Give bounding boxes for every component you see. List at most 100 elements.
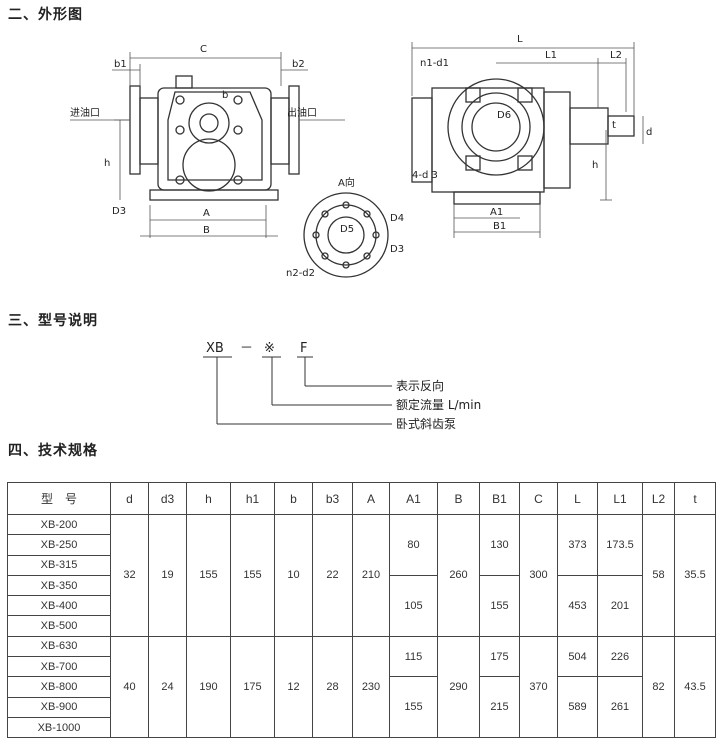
cell-a1: 80: [389, 514, 438, 576]
model-meaning-flow: 额定流量 L/min: [396, 397, 481, 412]
section-title-appearance: 二、外形图: [8, 7, 83, 23]
gear-housing: [167, 91, 263, 181]
dim-label-l2: L2: [610, 50, 622, 61]
dim-label-d4: D4: [390, 213, 404, 224]
dim-label-b: b: [222, 90, 228, 101]
model-cell: XB-250: [7, 534, 111, 556]
col-header-b-width: B: [437, 482, 480, 515]
outlet-label: 出油口: [287, 106, 317, 119]
cell-c: 300: [519, 514, 558, 637]
cell-a: 230: [352, 635, 390, 739]
col-header-a1: A1: [389, 482, 438, 515]
cell-c: 370: [519, 635, 558, 739]
model-code-star: ※: [264, 341, 275, 356]
outlet-flange-plate: [288, 85, 300, 175]
col-header-l: L: [557, 482, 598, 515]
dim-label-n2d2: n2-d2: [286, 268, 315, 279]
col-header-c: C: [519, 482, 558, 515]
table-row: XB-1000: [7, 716, 716, 739]
cell-b: 10: [274, 514, 313, 637]
side-base: [453, 191, 541, 205]
a-view-flange-mid: [315, 204, 377, 266]
cell-a: 210: [352, 514, 390, 637]
dim-label-n1d1: n1-d1: [420, 58, 449, 69]
cell-b1: 130: [479, 514, 520, 576]
model-cell: XB-350: [7, 574, 111, 597]
cell-l1: 226: [597, 635, 643, 678]
side-flange-inner: [471, 102, 521, 152]
dim-label-a: A: [203, 208, 210, 219]
cell-b1: 155: [479, 574, 520, 637]
model-cell: XB-700: [7, 656, 111, 678]
pump-base: [149, 189, 279, 201]
col-header-t: t: [674, 482, 716, 515]
a-view-flange-inner: [327, 216, 365, 254]
cell-b3: 22: [312, 514, 353, 637]
col-header-a: A: [352, 482, 390, 515]
dim-label-b1-base: B1: [493, 221, 506, 232]
dim-label-c: C: [200, 44, 207, 55]
col-header-h1: h1: [230, 482, 275, 515]
side-end-cover: [411, 97, 433, 183]
cell-b1: 215: [479, 676, 520, 739]
model-cell: XB-800: [7, 676, 111, 698]
inlet-flange-plate: [129, 85, 141, 175]
dim-label-d3: D3: [112, 206, 126, 217]
cell-a1: 105: [389, 574, 438, 637]
table-row: XB-800 155 215 589 261: [7, 676, 716, 739]
model-code-xb: XB: [206, 341, 224, 356]
dim-label-l: L: [517, 34, 523, 45]
model-code-dash: －: [240, 341, 253, 356]
model-cell: XB-630: [7, 635, 111, 658]
upper-gear-circle: [188, 102, 230, 144]
model-cell: XB-200: [7, 513, 111, 536]
dim-label-d: d: [646, 127, 652, 138]
dim-label-b-base: B: [203, 225, 210, 236]
drive-shaft: [607, 115, 635, 137]
table-header-row: 型 号 d d3 h h1 b b3 A A1 B B1 C L L1 L2 t: [7, 482, 716, 515]
cell-h: 155: [186, 514, 231, 637]
cell-b: 12: [274, 635, 313, 739]
cell-l: 504: [557, 635, 598, 678]
side-flange-outer: [447, 78, 545, 176]
model-cell: XB-315: [7, 554, 111, 576]
cell-d: 32: [110, 514, 149, 637]
model-code-f: F: [300, 341, 307, 356]
spec-table: 型 号 d d3 h h1 b b3 A A1 B B1 C L L1 L2 t…: [7, 482, 716, 739]
cell-l1: 173.5: [597, 514, 643, 576]
section-title-model: 三、型号说明: [8, 313, 98, 329]
cell-t: 35.5: [674, 514, 716, 637]
dim-label-l1: L1: [545, 50, 557, 61]
model-cell: XB-400: [7, 595, 111, 617]
model-meaning-pump-type: 卧式斜齿泵: [396, 417, 456, 431]
dim-label-d5: D5: [340, 224, 354, 235]
dim-label-t: t: [612, 120, 616, 131]
cell-l2: 82: [642, 635, 675, 739]
dim-label-a1: A1: [490, 207, 503, 218]
model-cell: XB-900: [7, 696, 111, 718]
inlet-flange: [139, 97, 159, 165]
model-cell: XB-1000: [7, 716, 111, 739]
a-view-flange-outer: [303, 192, 389, 278]
cell-l: 453: [557, 574, 598, 637]
cell-t: 43.5: [674, 635, 716, 739]
table-row: XB-200 32 19 155 155 10 22 210 80 260 13…: [7, 513, 716, 637]
cell-b-width: 260: [437, 514, 480, 637]
model-cell: XB-500: [7, 615, 111, 637]
dim-label-b2: b2: [292, 59, 305, 70]
cell-b-width: 290: [437, 635, 480, 739]
cell-d3: 24: [148, 635, 187, 739]
cell-b1: 175: [479, 635, 520, 678]
shaft-circle: [199, 113, 219, 133]
col-header-d3: d3: [148, 482, 187, 515]
cell-l1: 261: [597, 676, 643, 739]
table-row: XB-630 40 24 190 175 12 28 230 115 290 1…: [7, 635, 716, 739]
dim-label-b1: b1: [114, 59, 127, 70]
dim-label-h-side: h: [592, 160, 598, 171]
top-plug: [175, 75, 193, 89]
col-header-model: 型 号: [7, 482, 111, 515]
col-header-b3: b3: [312, 482, 353, 515]
dim-label-h: h: [104, 158, 110, 169]
shaft-seal: [569, 107, 609, 145]
table-row: XB-350 105 155 453 201: [7, 574, 716, 637]
